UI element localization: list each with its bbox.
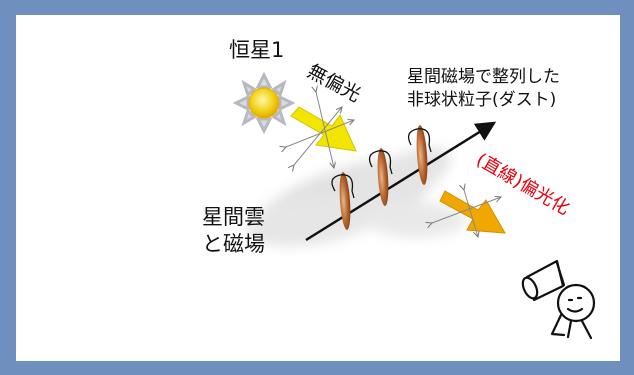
diagram-panel: 恒星1 無偏光 星間磁場で整列した 非球状粒子(ダスト) (直線)偏光化 星間雲…: [16, 15, 620, 361]
cloud-label-line1: 星間雲: [202, 205, 265, 229]
cloud-label-line2: と磁場: [202, 232, 265, 256]
magnetic-field-line: [305, 121, 497, 242]
sun-icon: [232, 71, 296, 135]
dust-grain-3: [407, 125, 432, 185]
star-label: 恒星1: [229, 38, 285, 62]
telescope-stick-figure-icon: [521, 259, 596, 340]
dust-grain-2: [368, 148, 393, 206]
polarized-light-arrow: [432, 190, 506, 237]
unpolarized-light-arrow: [286, 92, 357, 168]
polarization-diagram: [232, 71, 596, 340]
aligned-dust-label-line1: 星間磁場で整列した: [407, 67, 560, 87]
dust-grain-1: [331, 172, 355, 230]
aligned-dust-label-line2: 非球状粒子(ダスト): [407, 90, 557, 110]
